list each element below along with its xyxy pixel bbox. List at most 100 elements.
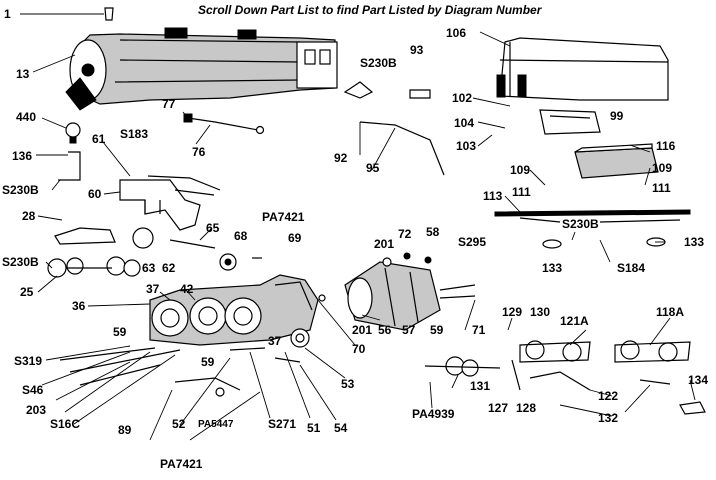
drawbar-bracket-part[interactable] (343, 81, 431, 99)
label-59-2: 59 (201, 355, 215, 369)
tender-truck-118a-part[interactable] (614, 340, 691, 363)
headlight-part[interactable] (104, 7, 114, 21)
gear-part[interactable] (169, 239, 237, 271)
bulb-part[interactable] (65, 122, 81, 144)
wire-rod-part[interactable] (183, 113, 265, 135)
label-95: 95 (366, 161, 380, 175)
label-121a: 121A (560, 314, 589, 328)
label-111-2: 111 (652, 181, 671, 195)
part-labels: 1 13 77 76 440 61 S183 136 S230B 60 28 6… (2, 7, 708, 471)
label-36: 36 (72, 299, 86, 313)
label-122: 122 (598, 389, 618, 403)
label-53: 53 (341, 377, 355, 391)
label-42: 42 (180, 282, 194, 296)
label-130: 130 (530, 305, 550, 319)
label-102: 102 (452, 91, 472, 105)
wire-95-part[interactable] (359, 121, 445, 176)
leader-lines (20, 13, 696, 441)
rod-parts[interactable] (229, 347, 301, 363)
tender-shell-part[interactable] (496, 37, 669, 101)
label-28: 28 (22, 209, 36, 223)
boiler-shell-part[interactable] (65, 27, 338, 111)
label-104: 104 (454, 116, 474, 130)
label-68: 68 (234, 229, 248, 243)
label-s230b-3: S230B (360, 56, 397, 70)
tender-wheelset-part[interactable] (424, 356, 501, 377)
tender-truck-121a-part[interactable] (519, 340, 591, 363)
label-pa4939: PA4939 (412, 407, 455, 421)
label-37-2: 37 (268, 334, 282, 348)
label-69: 69 (288, 231, 302, 245)
label-62: 62 (162, 261, 176, 275)
label-56: 56 (378, 323, 392, 337)
label-25: 25 (20, 285, 34, 299)
label-201-2: 201 (374, 237, 394, 251)
label-51: 51 (307, 421, 321, 435)
tender-frame-part[interactable] (494, 209, 691, 223)
label-136: 136 (12, 149, 32, 163)
label-59-1: 59 (113, 325, 127, 339)
label-71: 71 (472, 323, 486, 337)
label-132: 132 (598, 411, 618, 425)
wheelset-part[interactable] (47, 227, 154, 278)
gear-cover-part[interactable] (290, 328, 310, 348)
truck-washers-part[interactable] (542, 237, 666, 249)
label-58: 58 (426, 225, 440, 239)
label-54: 54 (334, 421, 348, 435)
label-63: 63 (142, 261, 156, 275)
label-109-1: 109 (510, 163, 530, 177)
motor-assembly-part[interactable] (344, 261, 441, 331)
label-65: 65 (206, 221, 220, 235)
label-106: 106 (446, 26, 466, 40)
axle-rod-part[interactable] (511, 359, 521, 391)
label-440: 440 (16, 110, 36, 124)
drawbar-link-part[interactable] (174, 377, 241, 397)
label-s230b-2: S230B (2, 255, 39, 269)
label-s295: S295 (458, 235, 486, 249)
label-103: 103 (456, 139, 476, 153)
label-201-1: 201 (352, 323, 372, 337)
label-118a: 118A (656, 305, 684, 319)
label-61: 61 (92, 132, 106, 146)
label-113: 113 (483, 189, 503, 203)
label-116: 116 (656, 139, 676, 153)
smokebox-part[interactable] (119, 175, 221, 231)
label-203: 203 (26, 403, 46, 417)
label-93: 93 (410, 43, 424, 57)
label-s319: S319 (14, 354, 42, 368)
label-pa7421-1: PA7421 (262, 210, 305, 224)
tender-weight-part[interactable] (574, 143, 659, 179)
bracket-part[interactable] (58, 151, 81, 181)
label-99: 99 (610, 109, 624, 123)
coupler-part[interactable] (529, 371, 706, 415)
label-109-2: 109 (652, 161, 672, 175)
label-1: 1 (4, 7, 11, 21)
label-s184: S184 (617, 261, 645, 275)
label-37-1: 37 (146, 282, 160, 296)
label-57: 57 (402, 323, 416, 337)
pilot-truck-part[interactable] (54, 227, 116, 245)
label-70: 70 (352, 342, 366, 356)
screw-set-part[interactable] (403, 252, 432, 264)
label-s230b-4: S230B (562, 217, 599, 231)
label-s16c: S16C (50, 417, 80, 431)
label-72: 72 (398, 227, 412, 241)
label-129: 129 (502, 305, 522, 319)
label-52: 52 (172, 417, 186, 431)
label-128: 128 (516, 401, 536, 415)
label-89: 89 (118, 423, 132, 437)
label-s183: S183 (120, 127, 148, 141)
label-111-1: 111 (512, 185, 531, 199)
label-131: 131 (470, 379, 490, 393)
diagram-title: Scroll Down Part List to find Part Liste… (198, 3, 542, 17)
washer-part[interactable] (318, 257, 392, 302)
label-pa5447: PA5447 (198, 419, 234, 430)
label-13: 13 (16, 67, 30, 81)
speaker-part[interactable] (539, 109, 601, 135)
label-77: 77 (162, 97, 176, 111)
label-92: 92 (334, 151, 348, 165)
side-rods-part[interactable] (59, 347, 181, 386)
brush-spring-part[interactable] (439, 284, 476, 299)
